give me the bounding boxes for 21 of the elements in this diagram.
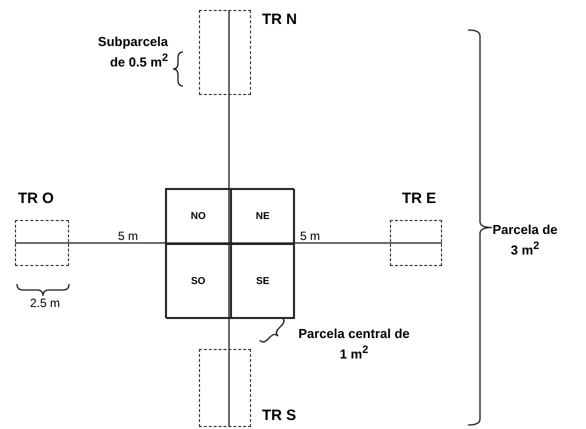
subplot-size-label: Subparcela de 0.5 m$^{2}$ <box>96 34 168 72</box>
quadrant-label: NE <box>256 211 270 222</box>
central-plot-label: Parcela central de 1 m$^{2}$ <box>298 326 410 364</box>
distance-label: 5 m <box>118 229 140 245</box>
quadrant-label: SO <box>191 276 206 287</box>
transect-line <box>228 10 230 427</box>
transect-label: TR N <box>262 12 297 27</box>
distance-label: 5 m <box>300 229 322 245</box>
quadrant-cell <box>230 244 295 319</box>
quadrant-label: SE <box>256 276 270 287</box>
transect-label: TR E <box>402 191 436 206</box>
plot-size-label: Parcela de 3 m$^{2}$ <box>491 222 559 260</box>
quadrant-label: NO <box>190 211 206 222</box>
transect-label: TR S <box>262 408 296 423</box>
width-label: 2.5 m <box>30 296 62 312</box>
quadrant-cell <box>166 244 230 319</box>
quadrant-cell <box>166 189 230 244</box>
transect-line <box>15 242 442 244</box>
quadrant-cell <box>230 189 295 244</box>
central-plot-square <box>165 188 294 318</box>
transect-label: TR O <box>18 191 54 206</box>
